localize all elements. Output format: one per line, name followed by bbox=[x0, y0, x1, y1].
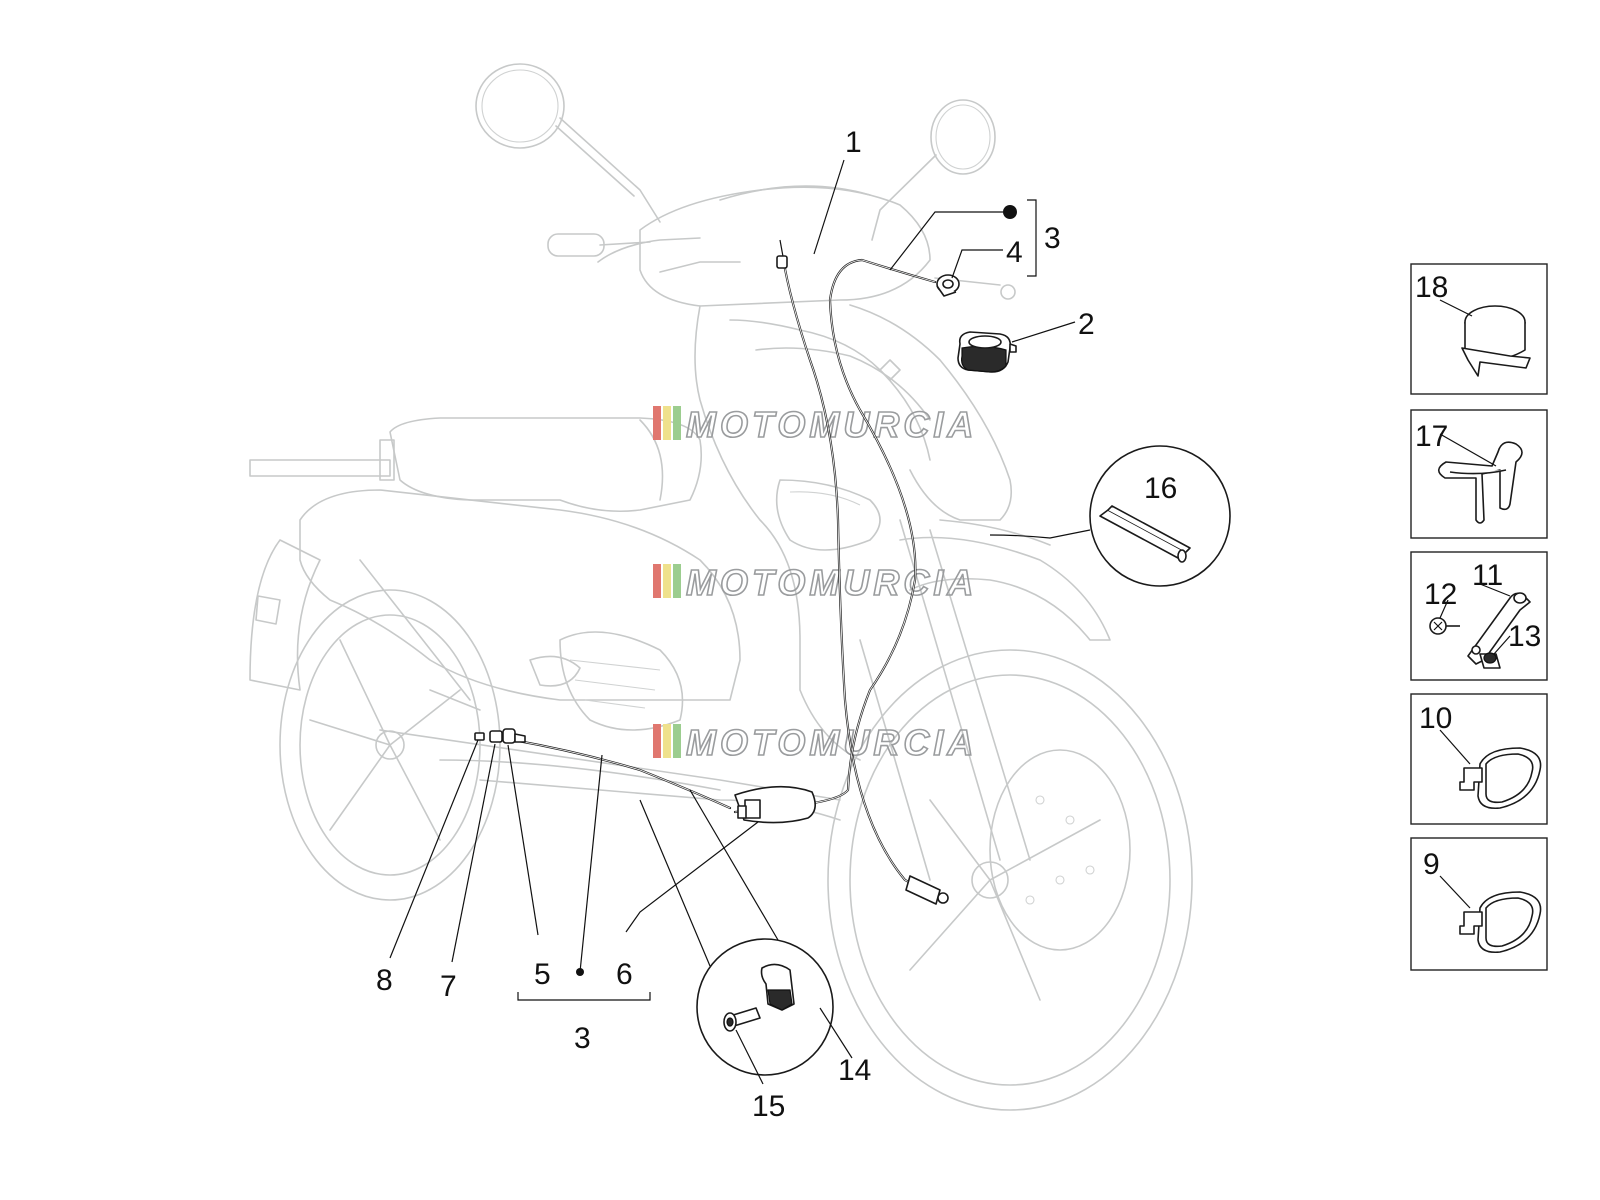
panel-10 bbox=[1410, 693, 1548, 825]
adjuster-part-8 bbox=[474, 732, 485, 741]
callout-12: 12 bbox=[1424, 578, 1457, 611]
callout-15: 15 bbox=[752, 1090, 785, 1123]
cable-grommet-icon bbox=[957, 331, 1017, 373]
panel-11-12-13 bbox=[1410, 551, 1548, 681]
adjuster-part-5 bbox=[502, 728, 516, 744]
speedometer-cable-icon bbox=[776, 239, 949, 905]
callout-14: 14 bbox=[838, 1054, 871, 1087]
callout-13: 13 bbox=[1508, 620, 1541, 653]
callout-4: 4 bbox=[1006, 236, 1023, 269]
callout-11: 11 bbox=[1472, 559, 1503, 592]
panel-9 bbox=[1410, 837, 1548, 971]
callout-8: 8 bbox=[376, 964, 393, 997]
callout-10: 10 bbox=[1419, 702, 1452, 735]
watermark-text: MOTOMURCIA bbox=[686, 404, 977, 445]
nut-part-7 bbox=[489, 730, 503, 743]
callout-3-bottom: 3 bbox=[574, 1022, 591, 1055]
detail-circle-16 bbox=[989, 445, 1231, 587]
cable-clamp-icon bbox=[936, 274, 960, 297]
cable-clip-icon bbox=[734, 785, 816, 824]
leader-lines bbox=[389, 159, 1076, 1085]
watermark-3: MOTOMURCIA bbox=[653, 721, 977, 764]
detail-circle-14-15 bbox=[639, 789, 834, 1076]
callout-2: 2 bbox=[1078, 308, 1095, 341]
callout-17: 17 bbox=[1415, 420, 1448, 453]
callout-7: 7 bbox=[440, 970, 457, 1003]
callout-9: 9 bbox=[1423, 848, 1440, 881]
watermark-text: MOTOMURCIA bbox=[686, 722, 977, 763]
cable-end-parts bbox=[474, 728, 526, 744]
throttle-cable-icon bbox=[511, 258, 937, 814]
watermark-2: MOTOMURCIA bbox=[653, 561, 977, 604]
scooter-outline-icon bbox=[249, 63, 1193, 1111]
panel-17 bbox=[1410, 409, 1548, 539]
part-3-top-bracket bbox=[889, 199, 1037, 277]
callout-1: 1 bbox=[845, 126, 862, 159]
callout-6: 6 bbox=[616, 958, 633, 991]
watermark-text: MOTOMURCIA bbox=[686, 562, 977, 603]
callout-3-top: 3 bbox=[1044, 222, 1061, 255]
watermark-1: MOTOMURCIA bbox=[653, 403, 977, 446]
callout-5: 5 bbox=[534, 958, 551, 991]
callout-16: 16 bbox=[1144, 472, 1177, 505]
panel-18 bbox=[1410, 263, 1548, 395]
callout-18: 18 bbox=[1415, 271, 1448, 304]
